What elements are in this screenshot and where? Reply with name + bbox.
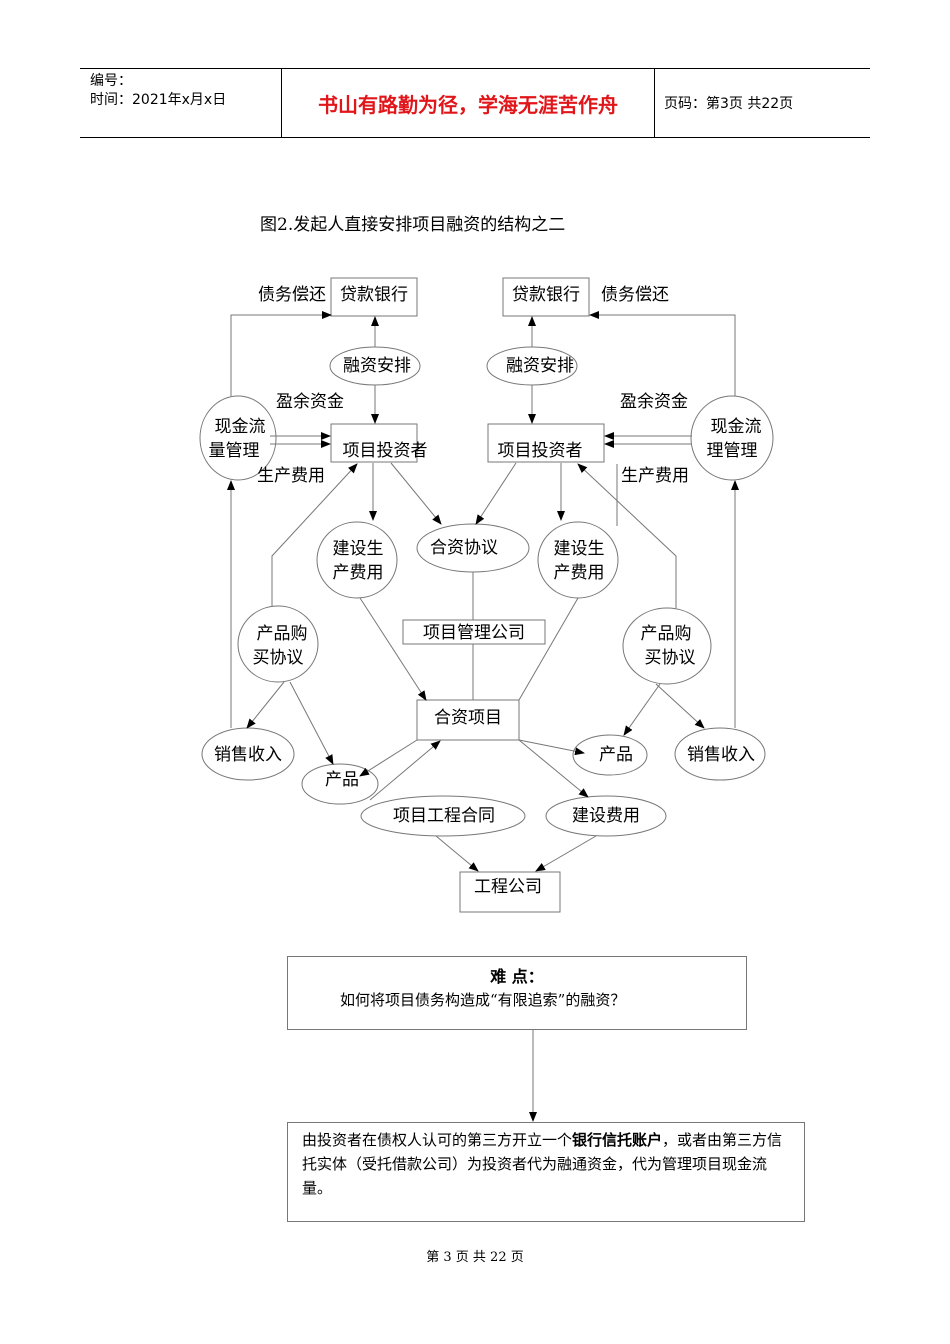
sales-right-label: 销售收入 <box>687 745 755 765</box>
build-right-label-1: 建设生 <box>554 539 605 559</box>
build-right-ellipse <box>537 521 619 599</box>
jv-to-build-cost <box>518 739 589 798</box>
header-time: 时间：2021年x月x日 <box>90 92 227 108</box>
bank-left-label: 贷款银行 <box>340 285 408 305</box>
page-footer: 第 3 页 共 22 页 <box>426 1250 524 1265</box>
mgmt-company-label: 项目管理公司 <box>423 623 525 643</box>
difficulty-box: 难 点： 如何将项目债务构造成“有限追索”的融资？ <box>287 956 747 1030</box>
debt-left-arrow <box>230 311 332 396</box>
purchase-left-to-product <box>289 681 334 765</box>
header-page: 页码：第3页 共22页 <box>664 96 794 112</box>
mgmt-company-box <box>402 619 546 645</box>
build-left-to-jv <box>359 597 427 701</box>
structure-diagram: 贷款银行 贷款银行 债务偿还 债务偿还 融资安排 融资安排 盈余资金 盈余资金 … <box>199 277 774 913</box>
cash-right-label-1: 现金流 <box>711 417 762 437</box>
solution-bold: 银行信托账户 <box>572 1131 663 1149</box>
surplus-left-label: 盈余资金 <box>276 392 344 412</box>
purchase-right-to-product <box>623 683 661 736</box>
prodcost-right-label: 生产费用 <box>621 466 689 486</box>
investor-left-label: 项目投资者 <box>343 441 428 461</box>
header-meta: 编号： 时间：2021年x月x日 <box>80 69 280 137</box>
investor-left-to-agreement <box>390 462 442 525</box>
jv-project-box <box>416 699 520 741</box>
investor-right-label: 项目投资者 <box>498 441 583 461</box>
debt-right-arrow <box>589 311 736 396</box>
jv-project-label: 合资项目 <box>434 708 502 728</box>
build-right-to-jv <box>518 597 579 701</box>
purchase-left-to-sales <box>246 681 285 729</box>
purchase-right-label-1: 产品购 <box>641 624 692 644</box>
purchase-left-ellipse <box>237 605 319 683</box>
cash-right-ellipse <box>690 395 774 481</box>
sales-left-label: 销售收入 <box>214 745 282 765</box>
surplus-right-label: 盈余资金 <box>620 392 688 412</box>
build-cost-to-eng <box>535 835 597 872</box>
bank-right-label: 贷款银行 <box>512 285 580 305</box>
product-left-ellipse <box>301 763 379 805</box>
purchase-right-to-investor <box>577 463 677 608</box>
build-left-label-1: 建设生 <box>333 539 384 559</box>
cash-left-label-2: 量管理 <box>209 441 260 461</box>
eng-contract-ellipse <box>360 795 526 837</box>
build-left-ellipse <box>316 521 398 599</box>
debt-left-label: 债务偿还 <box>258 285 326 305</box>
difficulty-to-solution-arrow <box>529 1030 537 1122</box>
header-number: 编号： <box>90 73 132 89</box>
header-motto: 书山有路勤为径，学海无涯苦作舟 <box>281 69 655 137</box>
sales-right-ellipse <box>674 727 766 781</box>
figure-title: 图2.发起人直接安排项目融资的结构之二 <box>260 215 566 235</box>
financing-left-label: 融资安排 <box>343 356 411 376</box>
product-right-label: 产品 <box>599 745 633 765</box>
cash-right-label-2: 理管理 <box>707 441 758 461</box>
solution-box: 由投资者在债权人认可的第三方开立一个银行信托账户，或者由第三方信托实体（受托借款… <box>287 1122 805 1222</box>
investor-right-to-agreement <box>475 462 517 525</box>
contract-to-eng <box>435 835 479 872</box>
solution-text-1: 由投资者在债权人认可的第三方开立一个 <box>302 1131 573 1149</box>
cash-left-label-1: 现金流 <box>215 417 266 437</box>
build-left-label-2: 产费用 <box>333 563 384 583</box>
jv-agreement-label: 合资协议 <box>430 538 498 558</box>
eng-contract-label: 项目工程合同 <box>393 806 495 826</box>
product-left-label: 产品 <box>325 770 359 790</box>
purchase-left-label-2: 买协议 <box>253 648 304 668</box>
bank-right-box <box>502 277 590 317</box>
product-right-ellipse <box>572 734 648 776</box>
page-header: 编号： 时间：2021年x月x日 书山有路勤为径，学海无涯苦作舟 页码：第3页 … <box>80 68 870 138</box>
build-right-label-2: 产费用 <box>554 563 605 583</box>
difficulty-question: 如何将项目债务构造成“有限追索”的融资？ <box>340 991 626 1009</box>
investor-left-box <box>330 423 418 463</box>
eng-company-label: 工程公司 <box>474 877 542 897</box>
purchase-left-to-investor <box>271 463 358 606</box>
purchase-right-to-sales <box>655 683 705 729</box>
build-cost-label: 建设费用 <box>572 806 640 826</box>
contract-to-jv <box>369 740 441 801</box>
cash-left-ellipse <box>199 395 277 481</box>
jv-to-product-right <box>518 739 585 756</box>
purchase-left-label-1: 产品购 <box>257 624 308 644</box>
solution-text-2: ，或者由第三方信托实体（受托借款公司）为投资者代为融通资金，代为管理项目现金流量… <box>302 1131 783 1197</box>
build-cost-ellipse <box>545 795 667 837</box>
prodcost-left-label: 生产费用 <box>257 466 325 486</box>
jv-to-product-left <box>359 739 418 777</box>
difficulty-title: 难 点： <box>490 967 544 986</box>
purchase-right-label-2: 买协议 <box>645 648 696 668</box>
purchase-right-ellipse <box>622 607 712 685</box>
eng-company-box <box>459 871 561 913</box>
debt-right-label: 债务偿还 <box>601 285 669 305</box>
financing-right-label: 融资安排 <box>506 356 574 376</box>
